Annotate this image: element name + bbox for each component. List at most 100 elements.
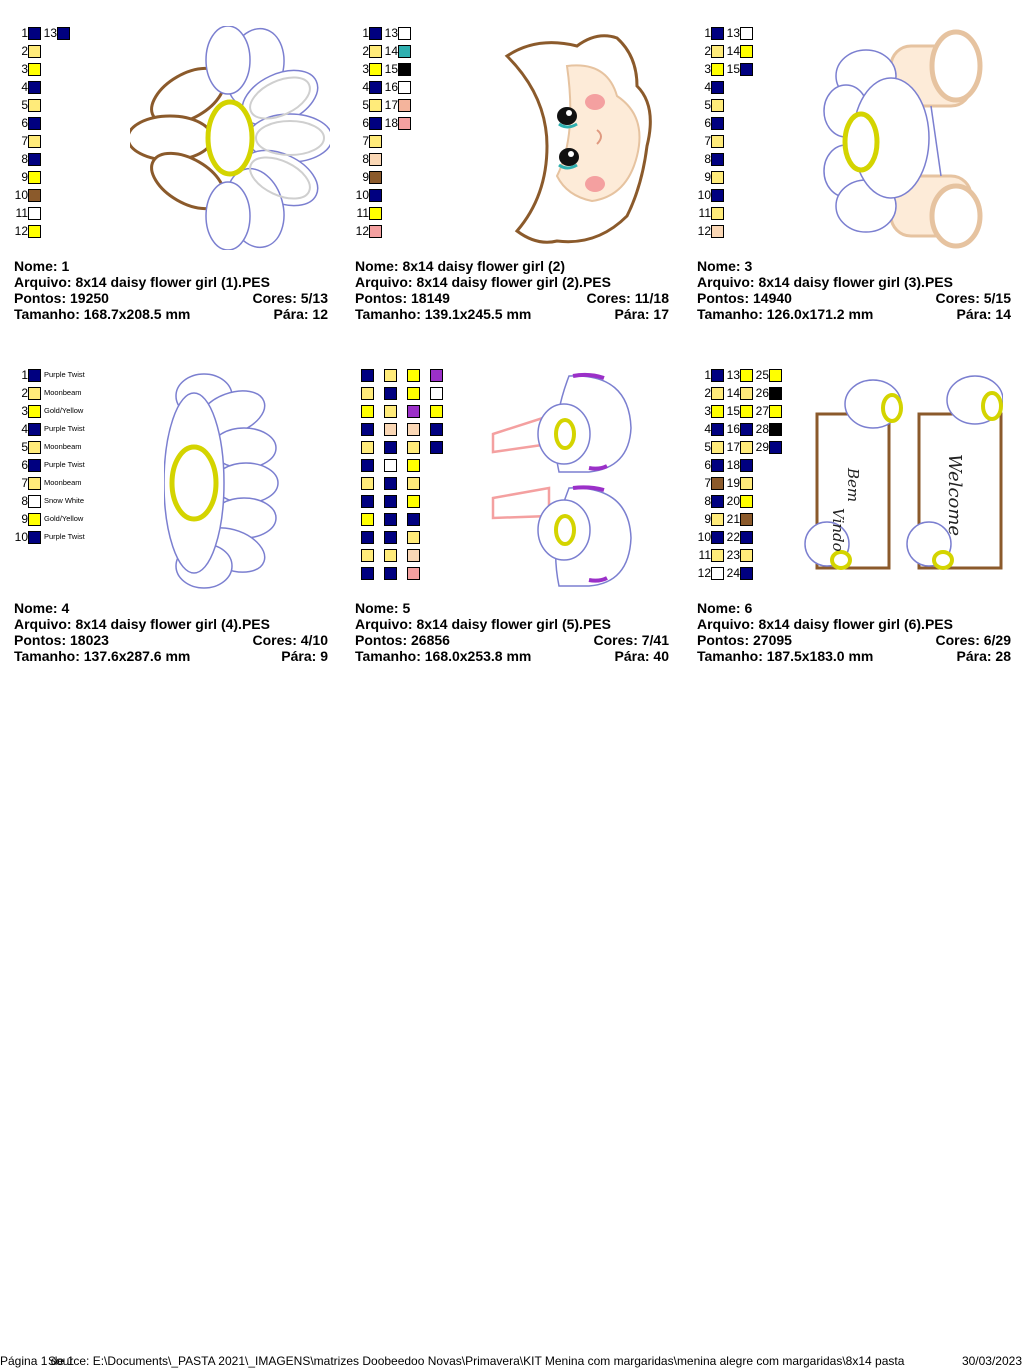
color-swatch — [369, 63, 382, 76]
color-swatch-item: 14 — [384, 44, 411, 60]
color-number: 1 — [704, 26, 711, 40]
color-number: 1 — [704, 368, 711, 382]
color-swatch-item: 20 — [726, 494, 753, 510]
color-swatch — [361, 459, 374, 472]
color-number: 14 — [384, 44, 398, 58]
color-swatch — [28, 225, 41, 238]
color-number: 4 — [704, 80, 711, 94]
color-number: 13 — [726, 368, 740, 382]
color-swatch-item: 29 — [755, 440, 782, 456]
color-number: 5 — [362, 98, 369, 112]
footer-source: Source: E:\Documents\_PASTA 2021\_IMAGEN… — [48, 1354, 905, 1368]
design-info: Nome: 3 Arquivo: 8x14 daisy flower girl … — [697, 258, 1011, 322]
color-number: 9 — [704, 512, 711, 526]
color-number: 23 — [726, 548, 740, 562]
color-swatch — [369, 117, 382, 130]
color-swatch — [740, 441, 753, 454]
color-swatch — [711, 531, 724, 544]
design-info: Nome: 8x14 daisy flower girl (2) Arquivo… — [355, 258, 669, 322]
color-number: 5 — [704, 440, 711, 454]
color-swatch — [384, 513, 397, 526]
color-name: Moonbeam — [44, 442, 82, 451]
color-name: Purple Twist — [44, 424, 85, 433]
color-swatch — [430, 441, 443, 454]
color-swatch — [384, 531, 397, 544]
page-footer: Página 1 de 1 Source: E:\Documents\_PAST… — [0, 1354, 1024, 1370]
color-number: 18 — [384, 116, 398, 130]
design-name: Nome: 3 — [697, 258, 753, 274]
color-swatch-item: 22 — [726, 530, 753, 546]
color-swatch — [28, 387, 41, 400]
color-swatch-item: 16 — [384, 80, 411, 96]
color-swatch-item — [361, 476, 374, 492]
color-swatch — [769, 369, 782, 382]
color-swatch-item — [384, 368, 397, 384]
footer-date: 30/03/2023 — [961, 1354, 1022, 1368]
color-number: 2 — [21, 386, 28, 400]
color-number: 10 — [355, 188, 369, 202]
design-stitches: Pontos: 14940 — [697, 290, 792, 306]
color-swatch-item — [407, 512, 420, 528]
color-swatch-item: 2 — [697, 386, 724, 402]
color-swatch — [769, 441, 782, 454]
color-number: 12 — [355, 224, 369, 238]
color-number: 5 — [704, 98, 711, 112]
color-number: 2 — [21, 44, 28, 58]
color-swatch-item: 12 — [697, 224, 724, 240]
color-swatch — [28, 117, 41, 130]
color-swatch — [361, 441, 374, 454]
color-swatch — [711, 27, 724, 40]
color-swatch-item: 6 — [14, 116, 41, 132]
color-swatch — [407, 459, 420, 472]
design-preview-5 — [491, 372, 632, 587]
color-swatch — [398, 63, 411, 76]
color-swatch-item — [430, 386, 443, 402]
color-swatch-item — [407, 440, 420, 456]
color-number: 2 — [362, 44, 369, 58]
color-swatch-item: 3 — [697, 404, 724, 420]
color-number: 3 — [704, 404, 711, 418]
color-swatch — [28, 477, 41, 490]
color-swatch — [398, 117, 411, 130]
color-swatch — [711, 135, 724, 148]
color-swatch-item — [407, 458, 420, 474]
design-colors-count: Cores: 6/29 — [935, 632, 1011, 648]
color-swatch — [407, 477, 420, 490]
color-swatch — [711, 81, 724, 94]
color-swatch — [711, 99, 724, 112]
design-info: Nome: 6 Arquivo: 8x14 daisy flower girl … — [697, 600, 1011, 664]
color-swatch-item: 5 — [697, 440, 724, 456]
color-number: 2 — [704, 386, 711, 400]
color-number: 13 — [726, 26, 740, 40]
color-swatch-item: 1 — [14, 26, 41, 42]
color-number: 13 — [384, 26, 398, 40]
color-number: 11 — [15, 206, 28, 220]
color-swatch — [430, 369, 443, 382]
design-file: Arquivo: 8x14 daisy flower girl (1).PES — [14, 274, 270, 290]
color-swatch — [740, 549, 753, 562]
color-swatch-item: 2 — [14, 44, 41, 60]
color-number: 16 — [384, 80, 398, 94]
color-swatch — [369, 27, 382, 40]
color-number: 6 — [21, 458, 28, 472]
color-swatch-item: 10 — [697, 530, 724, 546]
color-swatch-item: 17 — [726, 440, 753, 456]
color-swatch-item: 9 — [697, 170, 724, 186]
color-swatch — [369, 189, 382, 202]
color-number: 5 — [21, 98, 28, 112]
color-swatch-item: 4 — [697, 80, 724, 96]
color-swatch — [28, 441, 41, 454]
color-swatch — [740, 45, 753, 58]
design-stitches: Pontos: 27095 — [697, 632, 792, 648]
color-swatch — [740, 477, 753, 490]
color-number: 17 — [384, 98, 398, 112]
design-info: Nome: 4 Arquivo: 8x14 daisy flower girl … — [14, 600, 328, 664]
color-swatch-item — [407, 494, 420, 510]
color-swatch — [369, 45, 382, 58]
color-swatch — [407, 441, 420, 454]
color-swatch — [369, 153, 382, 166]
color-swatch — [28, 189, 41, 202]
